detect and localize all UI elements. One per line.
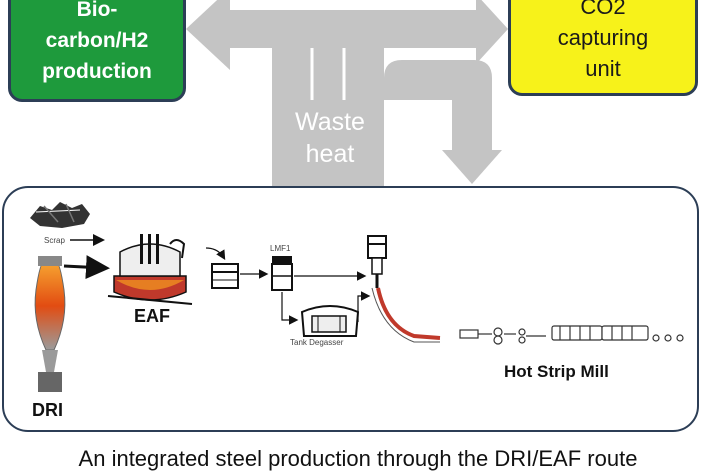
co2-line-3: unit <box>585 56 621 81</box>
waste-heat-arrows <box>186 0 508 188</box>
eaf-label: EAF <box>134 306 170 326</box>
degasser-to-caster-arrow <box>357 291 371 322</box>
eaf-furnace-icon <box>107 234 193 305</box>
ladle-icon <box>211 263 239 289</box>
arrow-left-head <box>186 0 230 70</box>
waste-heat-loop <box>384 60 492 150</box>
hot-strip-mill-label: Hot Strip Mill <box>504 362 609 381</box>
arrow-down-head <box>442 150 502 184</box>
waste-heat-label: Waste heat <box>268 106 392 170</box>
process-diagram <box>30 202 684 392</box>
dri-label: DRI <box>32 400 63 420</box>
eaf-to-ladle-arrow <box>205 247 226 261</box>
dri-to-eaf-arrow <box>63 255 110 280</box>
figure-caption: An integrated steel production through t… <box>78 446 638 471</box>
lmf-to-degasser-arrow <box>281 292 299 325</box>
waste-heat-trunk <box>272 36 384 188</box>
biocarbon-h2-box <box>8 0 186 102</box>
waste-heat-line-2: heat <box>305 140 355 168</box>
biocarbon-line-1: Bio- <box>76 0 118 21</box>
waste-heat-horizontal-bar <box>222 10 484 48</box>
co2-capture-label: CO2 capturing unit <box>508 0 698 84</box>
co2-line-2: capturing <box>557 25 649 50</box>
continuous-caster-icon <box>367 235 441 343</box>
tank-degasser-label: Tank Degasser <box>290 338 344 347</box>
co2-line-1: CO2 <box>580 0 626 19</box>
scrap-pile-icon <box>30 202 90 228</box>
waste-heat-line-1: Waste <box>295 108 365 136</box>
scrap-label: Scrap <box>44 236 65 245</box>
biocarbon-line-2: carbon/H2 <box>45 29 149 52</box>
arrow-right-head <box>476 0 508 64</box>
lmf-label: LMF1 <box>270 244 291 253</box>
lmf-icon <box>271 256 293 291</box>
hot-strip-mill-icon <box>459 325 684 345</box>
dri-furnace-icon <box>34 256 66 392</box>
tank-degasser-icon <box>300 305 360 337</box>
co2-capture-box <box>508 0 698 96</box>
biocarbon-line-3: production <box>42 60 152 83</box>
biocarbon-h2-label: Bio- carbon/H2 production <box>8 0 186 87</box>
